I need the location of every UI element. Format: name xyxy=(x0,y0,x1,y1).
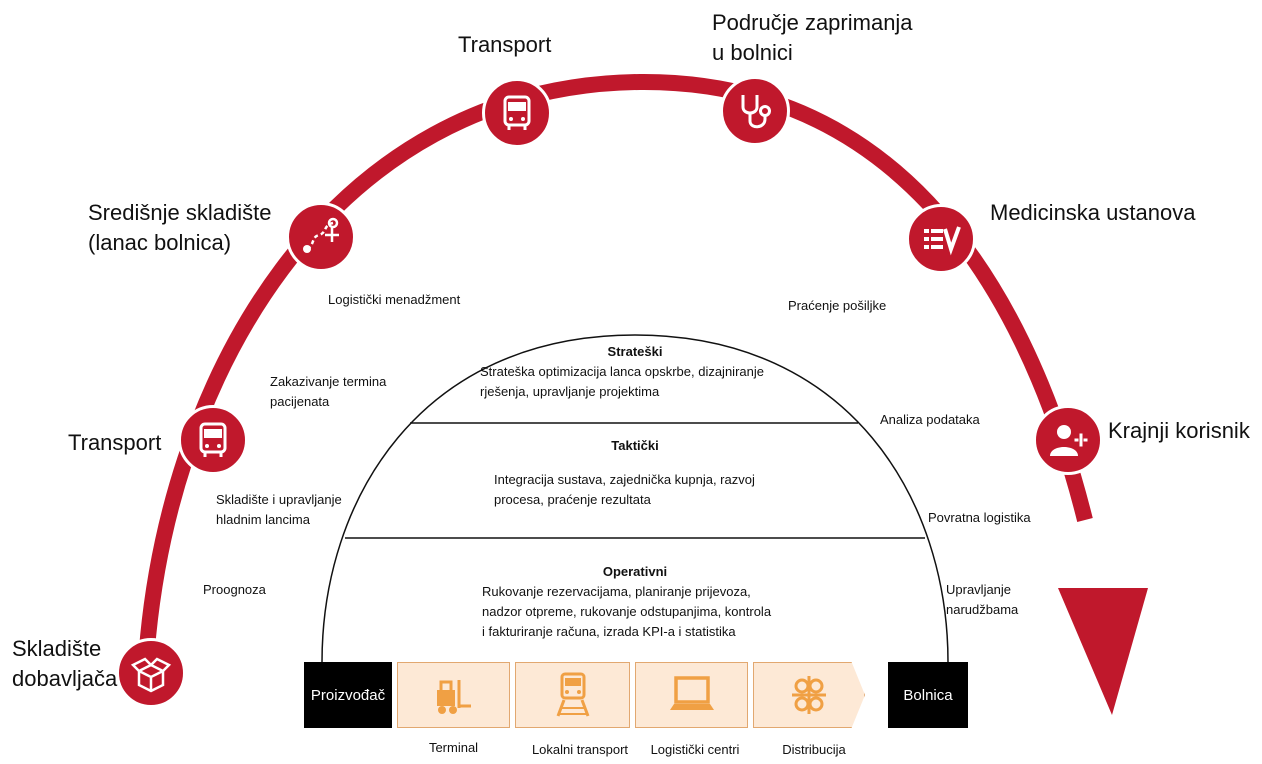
level-tactical-line: procesa, praćenje rezultata xyxy=(494,492,651,507)
label-shipment-tracking: Praćenje pošiljke xyxy=(788,298,887,313)
patient-plus-icon xyxy=(1050,425,1089,456)
label-line: Skladište i upravljanje xyxy=(216,492,342,507)
label-line: dobavljača xyxy=(12,666,118,691)
level-strategic-line: rješenja, upravljanje projektima xyxy=(480,384,660,399)
label-central-warehouse: Središnje skladište (lanac bolnica) xyxy=(88,198,271,258)
label-line: u bolnici xyxy=(712,40,793,65)
medical-institution-node xyxy=(906,204,976,274)
label-patient-scheduling: Zakazivanje termina pacijenata xyxy=(270,372,386,412)
chain-start-producer: Proizvođač xyxy=(304,662,392,728)
label-forecast: Proognoza xyxy=(203,582,266,597)
level-strategic-title: Strateški xyxy=(607,344,663,359)
label-data-analysis: Analiza podataka xyxy=(880,412,980,427)
level-operational: Operativni Rukovanje rezervacijama, plan… xyxy=(440,562,830,642)
level-operational-line: i fakturiranje računa, izrada KPI-a i st… xyxy=(482,624,736,639)
label-logistics-management: Logistički menadžment xyxy=(328,292,461,307)
label-cold-chain: Skladište i upravljanje hladnim lancima xyxy=(216,490,342,530)
level-operational-line: nadzor otpreme, rukovanje odstupanjima, … xyxy=(482,604,772,619)
box-icon xyxy=(130,657,172,693)
stethoscope-icon xyxy=(741,95,771,129)
caption-distribution: Distribucija xyxy=(782,742,846,757)
hospital-receiving-node xyxy=(720,76,790,146)
label-hospital-receiving: Područje zaprimanja u bolnici xyxy=(712,8,913,68)
level-operational-title: Operativni xyxy=(602,564,668,579)
route-icon xyxy=(303,217,339,253)
label-transport-left: Transport xyxy=(68,430,162,455)
caption-terminal: Terminal xyxy=(428,740,479,755)
levels-dome xyxy=(321,334,949,663)
label-order-management: Upravljanje narudžbama xyxy=(946,580,1018,620)
level-tactical: Taktički Integracija sustava, zajednička… xyxy=(440,436,830,510)
label-line: Zakazivanje termina xyxy=(270,374,387,389)
level-operational-line: Rukovanje rezervacijama, planiranje prij… xyxy=(482,584,751,599)
central-warehouse-node xyxy=(286,202,356,272)
chain-stage-terminal xyxy=(397,662,510,728)
list-check-icon xyxy=(924,226,961,256)
label-supplier-warehouse: Skladište dobavljača xyxy=(12,634,117,694)
arc-arrowhead xyxy=(1058,588,1148,715)
label-line: Skladište xyxy=(12,636,102,661)
label-line: Područje zaprimanja xyxy=(712,10,913,35)
laptop-icon xyxy=(669,676,714,710)
chain-stage-distribution xyxy=(753,662,865,728)
label-line: (lanac bolnica) xyxy=(88,230,232,255)
caption-logistics-centers: Logistički centri xyxy=(650,742,740,757)
label-end-user: Krajnji korisnik xyxy=(1108,418,1250,443)
end-user-node xyxy=(1033,405,1103,475)
level-tactical-title: Taktički xyxy=(611,438,659,453)
label-medical-institution: Medicinska ustanova xyxy=(990,200,1196,225)
bus-icon xyxy=(503,95,531,130)
transport-top-node xyxy=(482,78,552,148)
label-line: narudžbama xyxy=(946,602,1019,617)
caption-local-transport: Lokalni transport xyxy=(531,742,629,757)
network-icon xyxy=(792,676,826,714)
chain-stage-logistics-centers xyxy=(635,662,748,728)
supplier-warehouse-node xyxy=(116,638,186,708)
label-reverse-logistics: Povratna logistika xyxy=(928,510,1031,525)
level-strategic-line: Strateška optimizacija lanca opskrbe, di… xyxy=(480,364,764,379)
chain-end-hospital: Bolnica xyxy=(888,662,968,728)
label-transport-top: Transport xyxy=(458,32,552,57)
train-icon xyxy=(556,672,589,717)
forklift-icon xyxy=(436,680,471,714)
chain-stage-local-transport xyxy=(515,662,630,728)
label-line: Upravljanje xyxy=(946,582,1012,597)
label-line: Središnje skladište xyxy=(88,200,272,225)
level-strategic: Strateški Strateška optimizacija lanca o… xyxy=(440,342,830,402)
label-line: hladnim lancima xyxy=(216,512,310,527)
transport-left-node xyxy=(178,405,248,475)
bus-icon xyxy=(199,422,227,457)
level-tactical-line: Integracija sustava, zajednička kupnja, … xyxy=(494,472,755,487)
label-line: pacijenata xyxy=(270,394,330,409)
